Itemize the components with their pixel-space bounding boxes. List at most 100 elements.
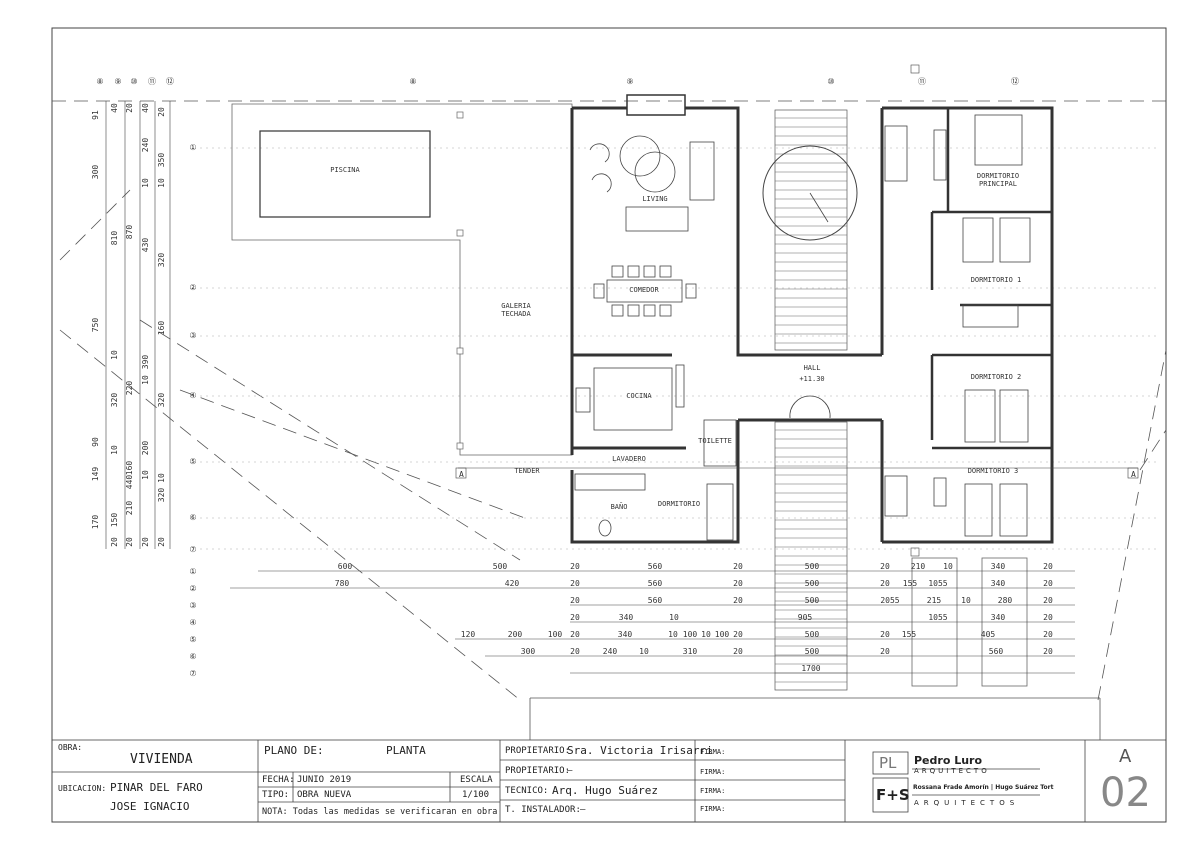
dimension-label: 100	[683, 630, 698, 639]
dimension-label: 210	[911, 562, 926, 571]
dimension-label: 240	[141, 138, 150, 153]
dimension-label: 20	[570, 647, 580, 656]
left-dimension-lines	[105, 101, 171, 549]
label-cocina: COCINA	[626, 392, 652, 400]
dimension-label: 100	[715, 630, 730, 639]
grid-col-marker: ⑪	[148, 77, 156, 86]
dimension-label: 20	[1043, 647, 1053, 656]
dimension-label: 500	[805, 630, 820, 639]
dimension-label: 20	[570, 562, 580, 571]
firma-4: FIRMA:	[700, 805, 726, 813]
instalador-value: —	[580, 805, 586, 815]
dimension-label: 870	[125, 225, 134, 240]
dimension-label: 20	[880, 630, 890, 639]
dimension-label: 600	[338, 562, 353, 571]
section-marker-left: A	[459, 470, 464, 479]
label-hall-level: +11.30	[799, 375, 824, 383]
dimension-label: 20	[1043, 613, 1053, 622]
dimension-label: 10	[141, 375, 150, 385]
dimension-label: 20	[733, 562, 743, 571]
propietario2-value: —	[567, 766, 573, 776]
dimension-label: 150	[110, 513, 119, 528]
dimension-label: 149	[91, 467, 100, 482]
dimension-label: 20	[733, 596, 743, 605]
property-boundary	[52, 100, 1167, 701]
fecha-value: JUNIO 2019	[297, 775, 352, 785]
dimension-label: 155	[903, 579, 918, 588]
dimension-label: 1055	[928, 579, 947, 588]
dimension-label: 340	[991, 562, 1006, 571]
dining-table	[593, 265, 697, 317]
dimension-label: 20	[733, 579, 743, 588]
dimension-label: 340	[991, 579, 1006, 588]
dimension-label: 20	[570, 630, 580, 639]
dimension-label: 10	[961, 596, 971, 605]
galeria-outline	[231, 103, 573, 456]
grid-row-marker-bottom: ⑦	[189, 669, 196, 678]
drawing-frame	[51, 27, 1167, 741]
dimension-label: 500	[805, 562, 820, 571]
dimension-label: 310	[683, 647, 698, 656]
escala-value: 1/100	[462, 790, 490, 800]
tipo-label: TIPO:	[262, 790, 290, 800]
dimension-label: 750	[91, 318, 100, 333]
dimension-label: 20	[570, 613, 580, 622]
dimension-label: 500	[805, 596, 820, 605]
dimension-label: 20	[570, 596, 580, 605]
walls	[570, 106, 1054, 544]
dimension-label: 10	[157, 178, 166, 188]
dimension-label: 500	[805, 647, 820, 656]
dimension-label: 300	[91, 165, 100, 180]
ubicacion-label: UBICACION:	[58, 784, 107, 793]
dimension-label: 215	[927, 596, 942, 605]
sheet-letter: A	[1119, 746, 1132, 767]
dimension-label: 390	[141, 355, 150, 370]
dimension-label: 2055	[880, 596, 899, 605]
grid-row-marker: ⑥	[189, 513, 196, 522]
nota-text: NOTA: Todas las medidas se verificaran e…	[262, 807, 498, 817]
dimension-label: 440	[125, 475, 134, 490]
pool	[259, 130, 431, 218]
label-hall: HALL	[804, 364, 821, 372]
firma-1: FIRMA:	[700, 748, 726, 756]
dimension-label: 10	[110, 350, 119, 360]
obra-value: VIVIENDA	[130, 752, 193, 767]
dimension-label: 10	[701, 630, 711, 639]
grid-row-marker: ⑦	[189, 545, 196, 554]
dimension-label: 340	[991, 613, 1006, 622]
arquitecto-label: ARQUITECTO	[914, 767, 990, 775]
grid-col-marker: ⑨	[114, 77, 121, 86]
dimension-label: 20	[733, 630, 743, 639]
tipo-value: OBRA NUEVA	[297, 790, 352, 800]
dimension-label: 10	[157, 473, 166, 483]
ubicacion-value-1: PINAR DEL FARO	[110, 781, 203, 794]
dimension-label: 20	[570, 579, 580, 588]
dimension-label: 155	[902, 630, 917, 639]
tecnico-label: TECNICO:	[505, 786, 549, 796]
grid-col-marker: ⑩	[827, 77, 834, 86]
dimension-label: 20	[125, 537, 134, 547]
tecnico-value: Arq. Hugo Suárez	[552, 784, 658, 797]
grid-col-marker: ⑫	[166, 77, 174, 86]
label-living: LIVING	[642, 195, 667, 203]
dimension-label: 20	[125, 103, 134, 113]
label-dormitorio: DORMITORIO	[658, 500, 700, 508]
label-comedor: COMEDOR	[629, 286, 659, 294]
living-furniture	[589, 135, 715, 232]
grid-row-marker: ⑤	[189, 457, 196, 466]
dimension-label: 1700	[801, 664, 820, 673]
logo-fs: F+S	[876, 786, 910, 804]
grid-row-marker: ③	[189, 331, 196, 340]
pedro-luro: Pedro Luro	[914, 754, 983, 767]
dimension-label: 560	[648, 579, 663, 588]
label-galeria-2: TECHADA	[501, 310, 531, 318]
dimension-label: 20	[1043, 579, 1053, 588]
instalador-label: T. INSTALADOR:	[505, 805, 581, 815]
grid-col-marker: ⑪	[918, 77, 926, 86]
dimension-label: 320	[110, 393, 119, 408]
dimension-label: 20	[1043, 596, 1053, 605]
beds	[706, 114, 1031, 541]
dimension-label: 340	[618, 630, 633, 639]
